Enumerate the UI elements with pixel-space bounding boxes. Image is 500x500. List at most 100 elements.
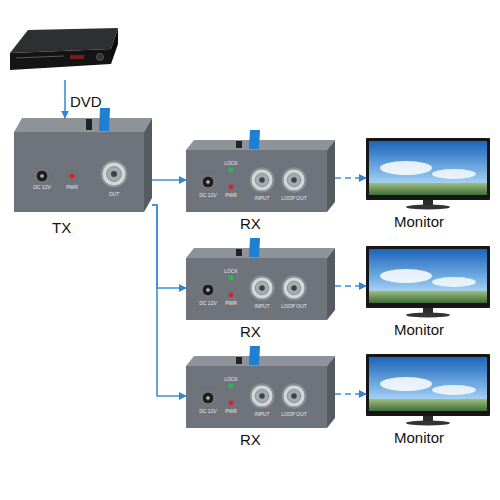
video-output-arrow [335,177,366,179]
device-outline [366,138,490,210]
bnc-pin [111,171,117,177]
cloud [380,377,432,391]
power-led [229,401,234,406]
monitor-screen [369,249,487,303]
bnc-nut [250,384,275,409]
device-illustration [186,130,335,212]
device-illustration [186,346,335,428]
device-outline [186,248,335,320]
device-illustration [10,28,118,70]
cloud [380,269,432,283]
blue-sticker [99,108,110,131]
tx-device: TX [14,118,152,212]
monitor-base [406,205,450,210]
device-outline [14,118,152,212]
box-front [14,132,144,212]
port-label: LOCK [224,161,238,166]
dc-jack [36,170,48,182]
cloud [380,161,432,175]
device-label: Monitor [394,214,444,229]
box-front [186,258,327,320]
bnc-pin [259,177,265,183]
monitor-device: Monitor [366,246,490,318]
device-label: RX [240,216,261,231]
box-side [327,356,335,428]
video-output-arrow [335,285,366,287]
rx-device: RX [186,140,335,212]
power-led [229,293,234,298]
port-label: INPUT [255,304,270,309]
bnc-connector [283,277,305,299]
bnc-pin [259,285,265,291]
top-button [236,357,242,364]
cloud [432,277,476,287]
port-label: PWR [225,409,237,414]
port-label: OUT [109,192,120,197]
bnc-connector [251,277,273,299]
port-label: PWR [66,185,78,190]
ground [369,399,487,411]
device-label: RX [240,324,261,339]
ground [369,183,487,195]
monitor-bezel [366,354,490,416]
bnc-ring [255,389,269,403]
box-top [186,248,335,258]
top-button [236,141,242,148]
cloud [432,385,476,395]
port-label: LOOP OUT [281,304,307,309]
blue-sticker [249,130,260,149]
coax-cable [152,205,186,396]
box-side [327,140,335,212]
bnc-ring [255,173,269,187]
device-outline [366,246,490,318]
bnc-connector [102,162,126,186]
dc-jack [202,176,214,188]
bnc-ring [107,167,122,182]
bnc-nut [250,168,275,193]
box-side [144,118,152,212]
dc-pin [40,174,44,178]
bnc-pin [259,393,265,399]
bnc-connector [283,385,305,407]
port-label: PWR [225,193,237,198]
monitor-bezel [366,246,490,308]
box-top [14,118,152,132]
bnc-nut [282,276,307,301]
port-label: DC 12V [199,409,217,414]
bnc-connector [283,169,305,191]
dvd-display [70,55,84,59]
port-label: PWR [225,301,237,306]
device-label: Monitor [394,430,444,445]
lock-led [229,276,234,281]
box-top [186,140,335,150]
bnc-nut [101,161,128,188]
monitor-base [406,421,450,426]
lock-led [229,384,234,389]
coax-cable [152,179,186,181]
blue-sticker [249,346,260,365]
monitor-base [406,313,450,318]
monitor-device: Monitor [366,138,490,210]
bnc-ring [287,389,301,403]
bnc-ring [255,281,269,295]
dvd-knob [97,54,104,61]
device-illustration [14,108,152,212]
cloud [432,169,476,179]
box-front [186,366,327,428]
top-button [86,119,92,130]
port-label: DC 12V [199,301,217,306]
port-label: DC 12V [199,193,217,198]
disc-tray [16,56,64,58]
device-outline [186,356,335,428]
bnc-pin [291,285,297,291]
device-label: RX [240,432,261,447]
bnc-pin [291,393,297,399]
bnc-connector [251,169,273,191]
box-front [186,150,327,212]
bnc-nut [282,168,307,193]
dc-jack [202,284,214,296]
rx-device: RX [186,356,335,428]
bnc-connector [251,385,273,407]
rx-device: RX [186,248,335,320]
